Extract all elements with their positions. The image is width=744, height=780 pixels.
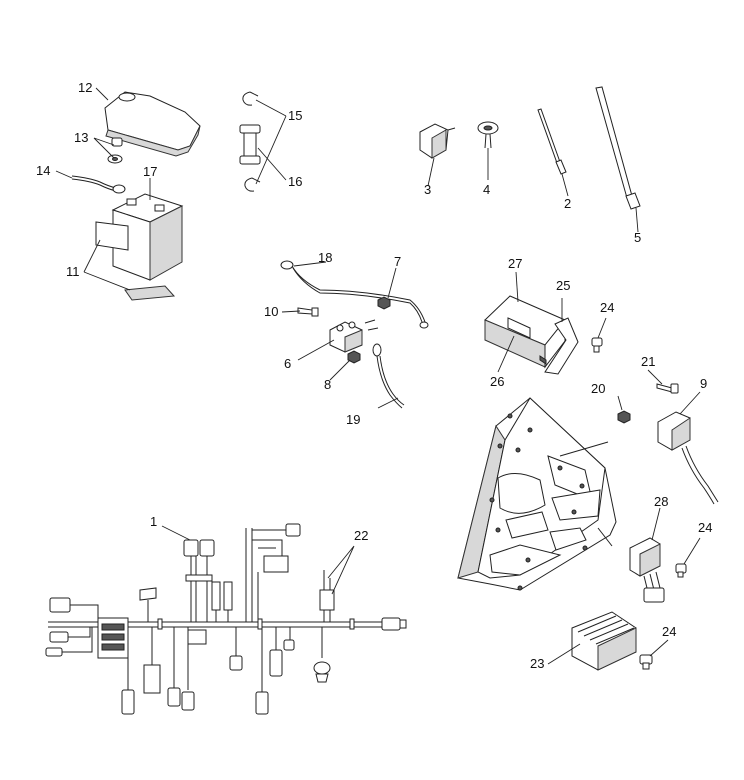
part-10-screw <box>297 307 319 317</box>
callout-20: 20 <box>591 381 605 396</box>
callout-24-middle: 24 <box>698 520 712 535</box>
callout-10: 10 <box>264 304 278 319</box>
part-15-clips <box>242 91 261 192</box>
mounting-plate <box>457 397 617 591</box>
part-7-nut <box>377 296 391 310</box>
part-19-cable <box>372 343 405 409</box>
callout-7: 7 <box>394 254 401 269</box>
part-4-sensor <box>477 121 499 149</box>
callout-8: 8 <box>324 377 331 392</box>
callout-12: 12 <box>78 80 92 95</box>
callout-11: 11 <box>66 264 80 279</box>
part-18-ground-wire <box>280 260 429 329</box>
callout-17: 17 <box>143 164 157 179</box>
part-24-bolt-upper <box>591 337 603 353</box>
part-25-bracket <box>544 317 579 375</box>
part-13-bolt <box>107 137 123 164</box>
callout-18: 18 <box>318 250 332 265</box>
callout-26: 26 <box>490 374 504 389</box>
callout-3: 3 <box>424 182 431 197</box>
part-2-rod <box>537 108 567 175</box>
part-17-battery <box>111 193 184 281</box>
part-24-bolt-middle <box>675 563 687 578</box>
callout-23: 23 <box>530 656 544 671</box>
callout-22: 22 <box>354 528 368 543</box>
leader-lines <box>55 87 701 665</box>
part-21-bolt <box>656 383 679 394</box>
callout-labels: 12 13 14 17 11 15 16 3 4 2 5 18 7 10 6 8… <box>36 80 712 671</box>
part-12-battery-cover <box>104 91 201 157</box>
part-3-relay <box>419 123 456 159</box>
part-16-strap <box>239 124 261 165</box>
callout-13: 13 <box>74 130 88 145</box>
callout-4: 4 <box>483 182 490 197</box>
part-27-module <box>484 295 566 369</box>
callout-19: 19 <box>346 412 360 427</box>
part-28-connector <box>629 537 665 603</box>
part-23-regulator <box>571 611 637 671</box>
part-11-pads <box>95 221 176 301</box>
callout-25: 25 <box>556 278 570 293</box>
callout-27: 27 <box>508 256 522 271</box>
part-6-solenoid <box>329 319 379 353</box>
callout-21: 21 <box>641 354 655 369</box>
part-8-nut <box>347 350 361 364</box>
callout-5: 5 <box>634 230 641 245</box>
part-9-connector <box>657 411 719 505</box>
callout-1: 1 <box>150 514 157 529</box>
callout-15: 15 <box>288 108 302 123</box>
part-14-cable <box>71 175 126 194</box>
part-5-cable-tie <box>595 86 641 210</box>
callout-14: 14 <box>36 163 50 178</box>
callout-16: 16 <box>288 174 302 189</box>
callout-6: 6 <box>284 356 291 371</box>
callout-24-lower: 24 <box>662 624 676 639</box>
part-24-bolt-lower <box>639 654 653 670</box>
part-20-nut <box>617 410 631 424</box>
callout-24-upper: 24 <box>600 300 614 315</box>
callout-28: 28 <box>654 494 668 509</box>
callout-9: 9 <box>700 376 707 391</box>
callout-2: 2 <box>564 196 571 211</box>
part-1-wiring-harness <box>45 523 407 715</box>
